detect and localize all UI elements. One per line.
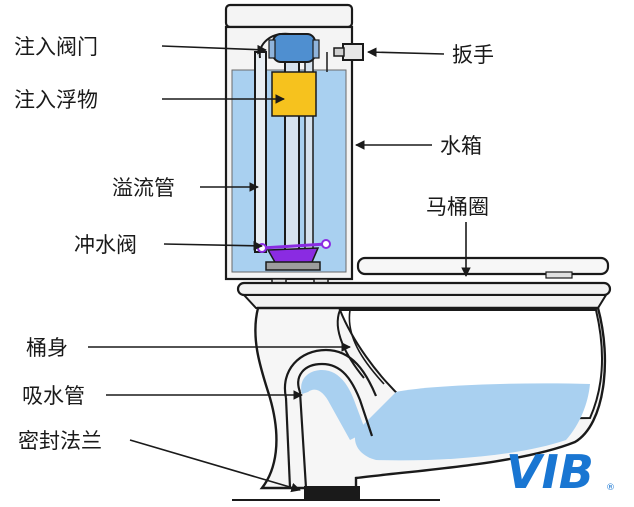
fill-float <box>271 71 317 117</box>
label-flush-valve: 冲水阀 <box>74 233 137 257</box>
label-fill-float: 注入浮物 <box>14 88 98 112</box>
trapway-outer <box>297 362 374 437</box>
tank-lid <box>224 3 354 29</box>
label-seat-ring: 马桶圈 <box>426 195 489 219</box>
fill-valve-shape <box>268 33 320 256</box>
label-bowl-body: 桶身 <box>26 336 68 360</box>
label-fill-valve: 注入阀门 <box>14 35 98 59</box>
leader-lines <box>88 44 471 493</box>
fill-valve-head <box>272 33 316 63</box>
label-trapway: 吸水管 <box>22 384 85 408</box>
logo-text: VIB <box>506 445 594 499</box>
bowl-water <box>354 383 590 461</box>
handle-shape <box>326 43 364 72</box>
vib-logo: VIB ® <box>506 445 615 499</box>
label-seal-flange: 密封法兰 <box>18 429 102 453</box>
bowl-body <box>254 306 607 490</box>
logo-registered-mark: ® <box>606 483 615 493</box>
trapway-water <box>301 370 366 440</box>
label-handle: 扳手 <box>452 43 494 67</box>
label-tank: 水箱 <box>440 134 482 158</box>
seat-ring-shape <box>356 256 610 279</box>
bowl-rim <box>236 281 612 309</box>
label-overflow-tube: 溢流管 <box>112 176 175 200</box>
seal-flange-shape <box>304 486 360 500</box>
